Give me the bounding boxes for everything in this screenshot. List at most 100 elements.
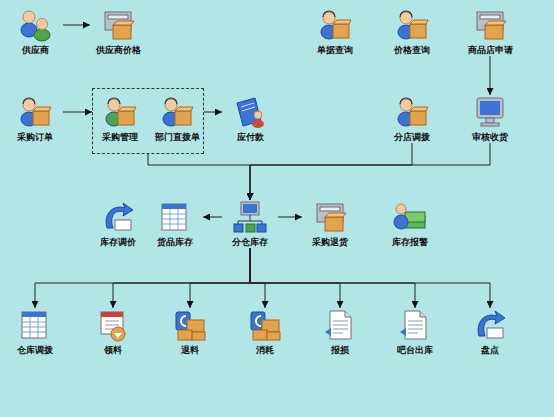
icon-node: 库存调价 bbox=[90, 200, 146, 248]
node-label: 价格查询 bbox=[384, 45, 440, 56]
icon-node: 库存报警 bbox=[382, 200, 438, 248]
icon-part bbox=[33, 111, 49, 125]
icon-part bbox=[252, 120, 264, 128]
icon-node: 盘点 bbox=[462, 308, 518, 356]
icon-part bbox=[405, 311, 426, 339]
icon-part bbox=[243, 204, 257, 213]
node-label: 库存报警 bbox=[382, 237, 438, 248]
icon-part bbox=[325, 213, 346, 217]
node-icon bbox=[101, 8, 135, 42]
node-label: 吧台出库 bbox=[387, 345, 443, 356]
icon-part bbox=[108, 98, 120, 104]
icon-part bbox=[37, 19, 48, 30]
icon-node: 单据查询 bbox=[307, 8, 363, 56]
icon-part bbox=[480, 15, 500, 19]
icon-node: 吧台出库 bbox=[387, 308, 443, 356]
node-label: 单据查询 bbox=[307, 45, 363, 56]
icon-part bbox=[477, 98, 503, 118]
icon-part bbox=[410, 20, 428, 24]
node-label: 供应商价格 bbox=[90, 45, 146, 56]
icon-part bbox=[34, 29, 50, 41]
icon-part bbox=[396, 204, 406, 214]
node-icon bbox=[18, 308, 52, 342]
node-icon bbox=[96, 308, 130, 342]
icon-part bbox=[23, 99, 35, 111]
icon-part bbox=[323, 11, 335, 17]
icon-node: 报损 bbox=[312, 308, 368, 356]
node-label: 退料 bbox=[162, 345, 218, 356]
icon-part bbox=[323, 12, 335, 24]
icon-node: 采购退货 bbox=[302, 200, 358, 248]
icon-node: 消耗 bbox=[237, 308, 293, 356]
icon-part bbox=[108, 15, 128, 19]
node-icon bbox=[101, 200, 135, 234]
icon-part bbox=[33, 107, 51, 111]
flow-arrow bbox=[63, 112, 92, 113]
icon-part bbox=[162, 204, 186, 209]
flow-arrow bbox=[148, 154, 250, 200]
icon-part bbox=[192, 332, 205, 340]
icon-part bbox=[23, 11, 35, 23]
icon-part bbox=[330, 311, 351, 339]
flow-arrow bbox=[203, 217, 222, 218]
icon-part bbox=[22, 312, 46, 338]
icon-part bbox=[113, 21, 134, 25]
icon-node: 价格查询 bbox=[384, 8, 440, 56]
icon-part bbox=[394, 215, 408, 229]
icon-part bbox=[481, 123, 499, 126]
icon-part bbox=[241, 103, 255, 111]
icon-part bbox=[485, 25, 503, 39]
icon-part bbox=[175, 107, 193, 111]
node-label: 库存调价 bbox=[90, 237, 146, 248]
node-label: 领料 bbox=[85, 345, 141, 356]
icon-node: 分仓库存 bbox=[222, 200, 278, 248]
icon-node: 退料 bbox=[162, 308, 218, 356]
icon-part bbox=[118, 111, 134, 125]
icon-part bbox=[486, 118, 494, 123]
node-label: 盘点 bbox=[462, 345, 518, 356]
flow-arrow bbox=[278, 217, 302, 218]
icon-node: 领料 bbox=[85, 308, 141, 356]
icon-part bbox=[113, 25, 131, 39]
node-icon bbox=[323, 308, 357, 342]
icon-part bbox=[410, 107, 428, 111]
node-label: 商品店申请 bbox=[462, 45, 518, 56]
icon-part bbox=[410, 111, 426, 125]
icon-part bbox=[400, 328, 406, 336]
group-box: 采购管理部门直拨单 bbox=[92, 88, 204, 154]
icon-part bbox=[256, 316, 261, 326]
node-icon bbox=[395, 8, 429, 42]
icon-part bbox=[118, 107, 136, 111]
flow-arrow bbox=[490, 56, 491, 95]
icon-part bbox=[325, 217, 343, 231]
icon-part bbox=[408, 321, 423, 333]
node-icon bbox=[393, 200, 427, 234]
node-icon bbox=[248, 308, 282, 342]
icon-part bbox=[22, 312, 46, 317]
icon-part bbox=[253, 330, 267, 340]
node-icon bbox=[473, 308, 507, 342]
node-icon bbox=[233, 95, 267, 129]
icon-part bbox=[108, 99, 120, 111]
icon-part bbox=[400, 98, 412, 104]
node-icon bbox=[473, 8, 507, 42]
node-label: 采购订单 bbox=[7, 132, 63, 143]
flow-arrow bbox=[35, 248, 250, 308]
flow-arrow bbox=[204, 112, 222, 113]
icon-part bbox=[165, 99, 177, 111]
icon-part bbox=[257, 224, 266, 232]
node-icon bbox=[398, 308, 432, 342]
icon-node: 审核收货 bbox=[462, 95, 518, 143]
icon-part bbox=[165, 98, 177, 104]
node-icon bbox=[158, 200, 192, 234]
icon-part bbox=[267, 332, 280, 340]
icon-part bbox=[241, 202, 259, 215]
icon-node: 部门直拨单 bbox=[149, 95, 205, 143]
icon-part bbox=[410, 24, 426, 38]
node-label: 应付款 bbox=[222, 132, 278, 143]
icon-part bbox=[181, 316, 186, 326]
flow-arrow bbox=[250, 248, 340, 308]
node-icon bbox=[395, 95, 429, 129]
icon-part bbox=[238, 215, 262, 224]
icon-part bbox=[400, 12, 412, 24]
